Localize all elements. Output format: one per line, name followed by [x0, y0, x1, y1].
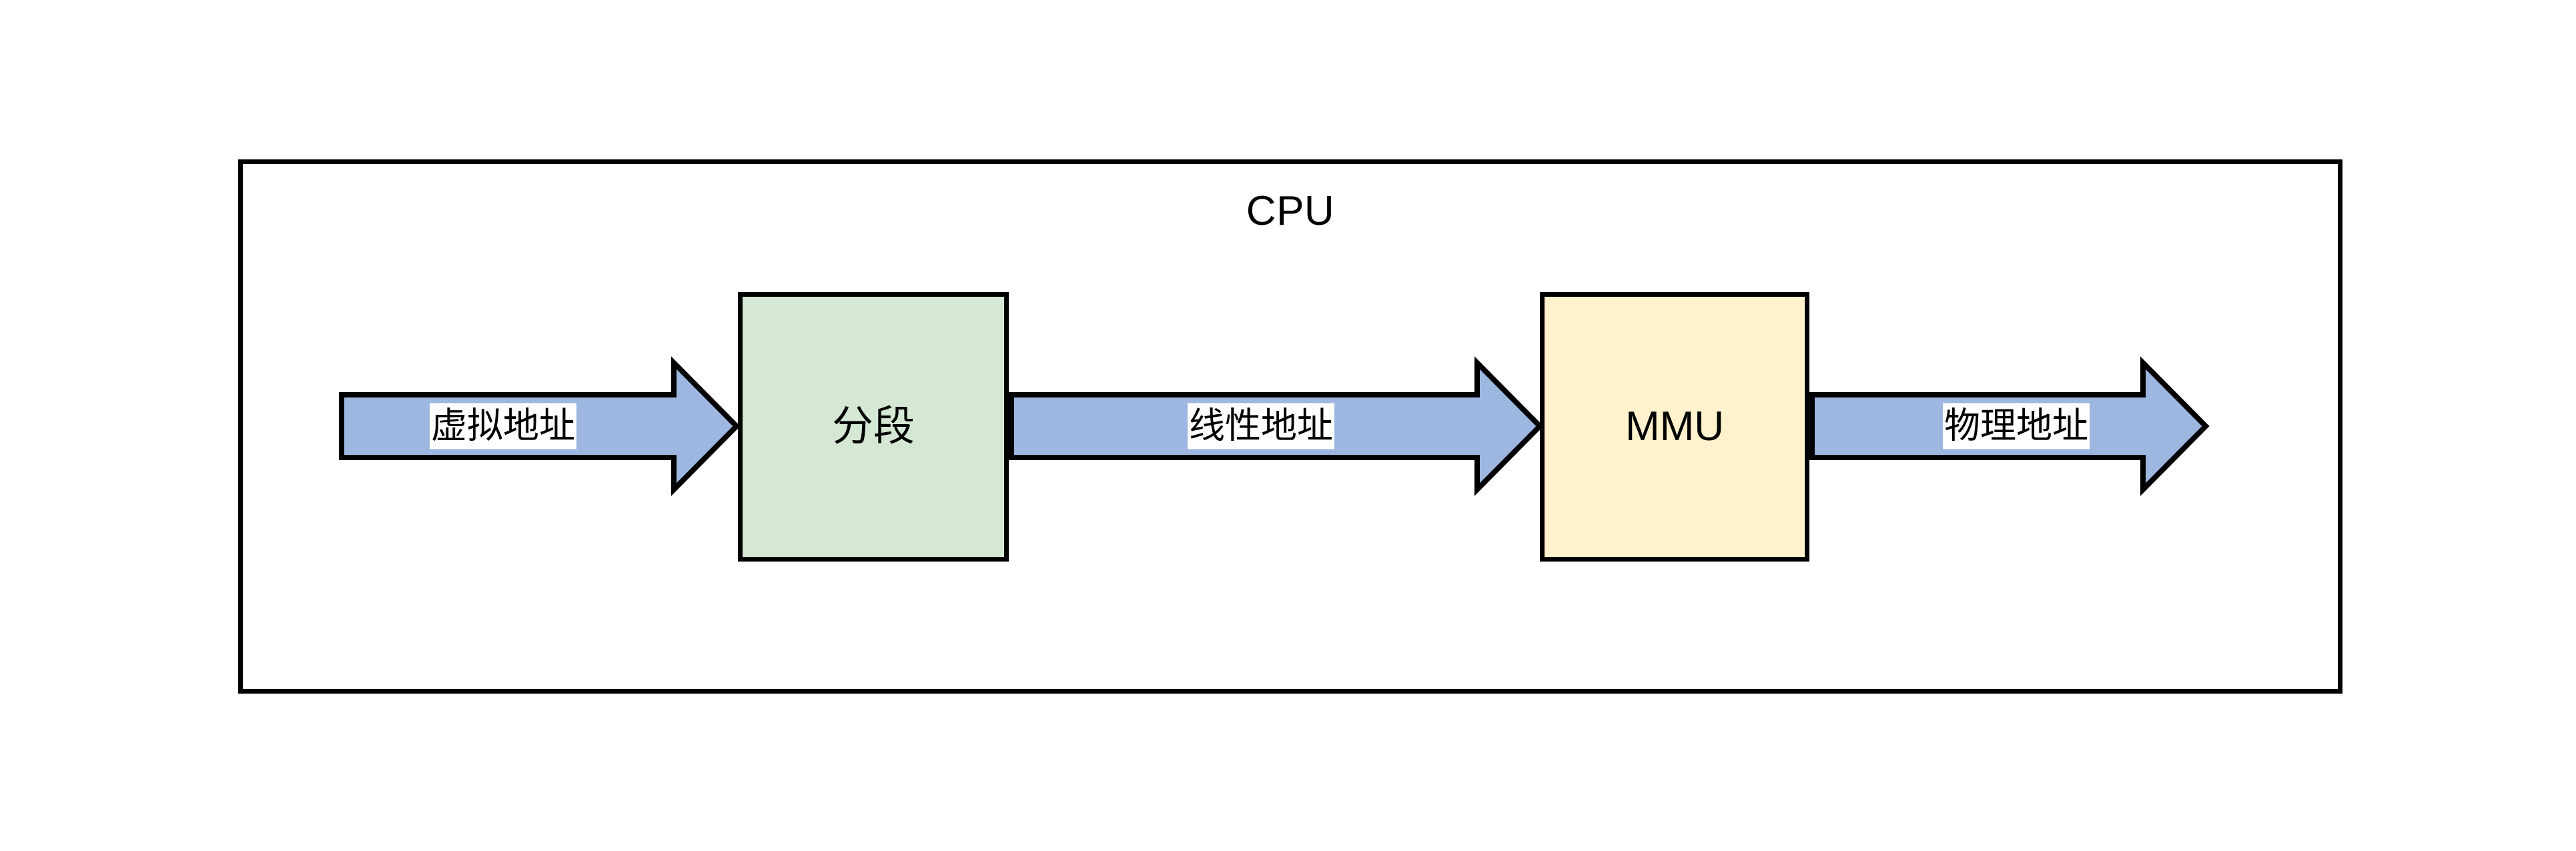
arrow-label-physical-address: 物理地址 [1943, 403, 2090, 450]
node-label-segmentation: 分段 [831, 403, 915, 450]
node-mmu[interactable]: MMU [1540, 292, 1809, 562]
arrow-label-virtual-address: 虚拟地址 [430, 403, 576, 450]
arrow-label-linear-address: 线性地址 [1188, 403, 1334, 450]
arrow-linear-address: 线性地址 [1009, 356, 1544, 496]
arrow-physical-address: 物理地址 [1809, 356, 2210, 496]
node-label-mmu: MMU [1625, 403, 1725, 450]
arrow-virtual-address: 虚拟地址 [339, 356, 741, 496]
cpu-title-label: CPU [1246, 188, 1335, 234]
node-segmentation[interactable]: 分段 [738, 292, 1009, 562]
